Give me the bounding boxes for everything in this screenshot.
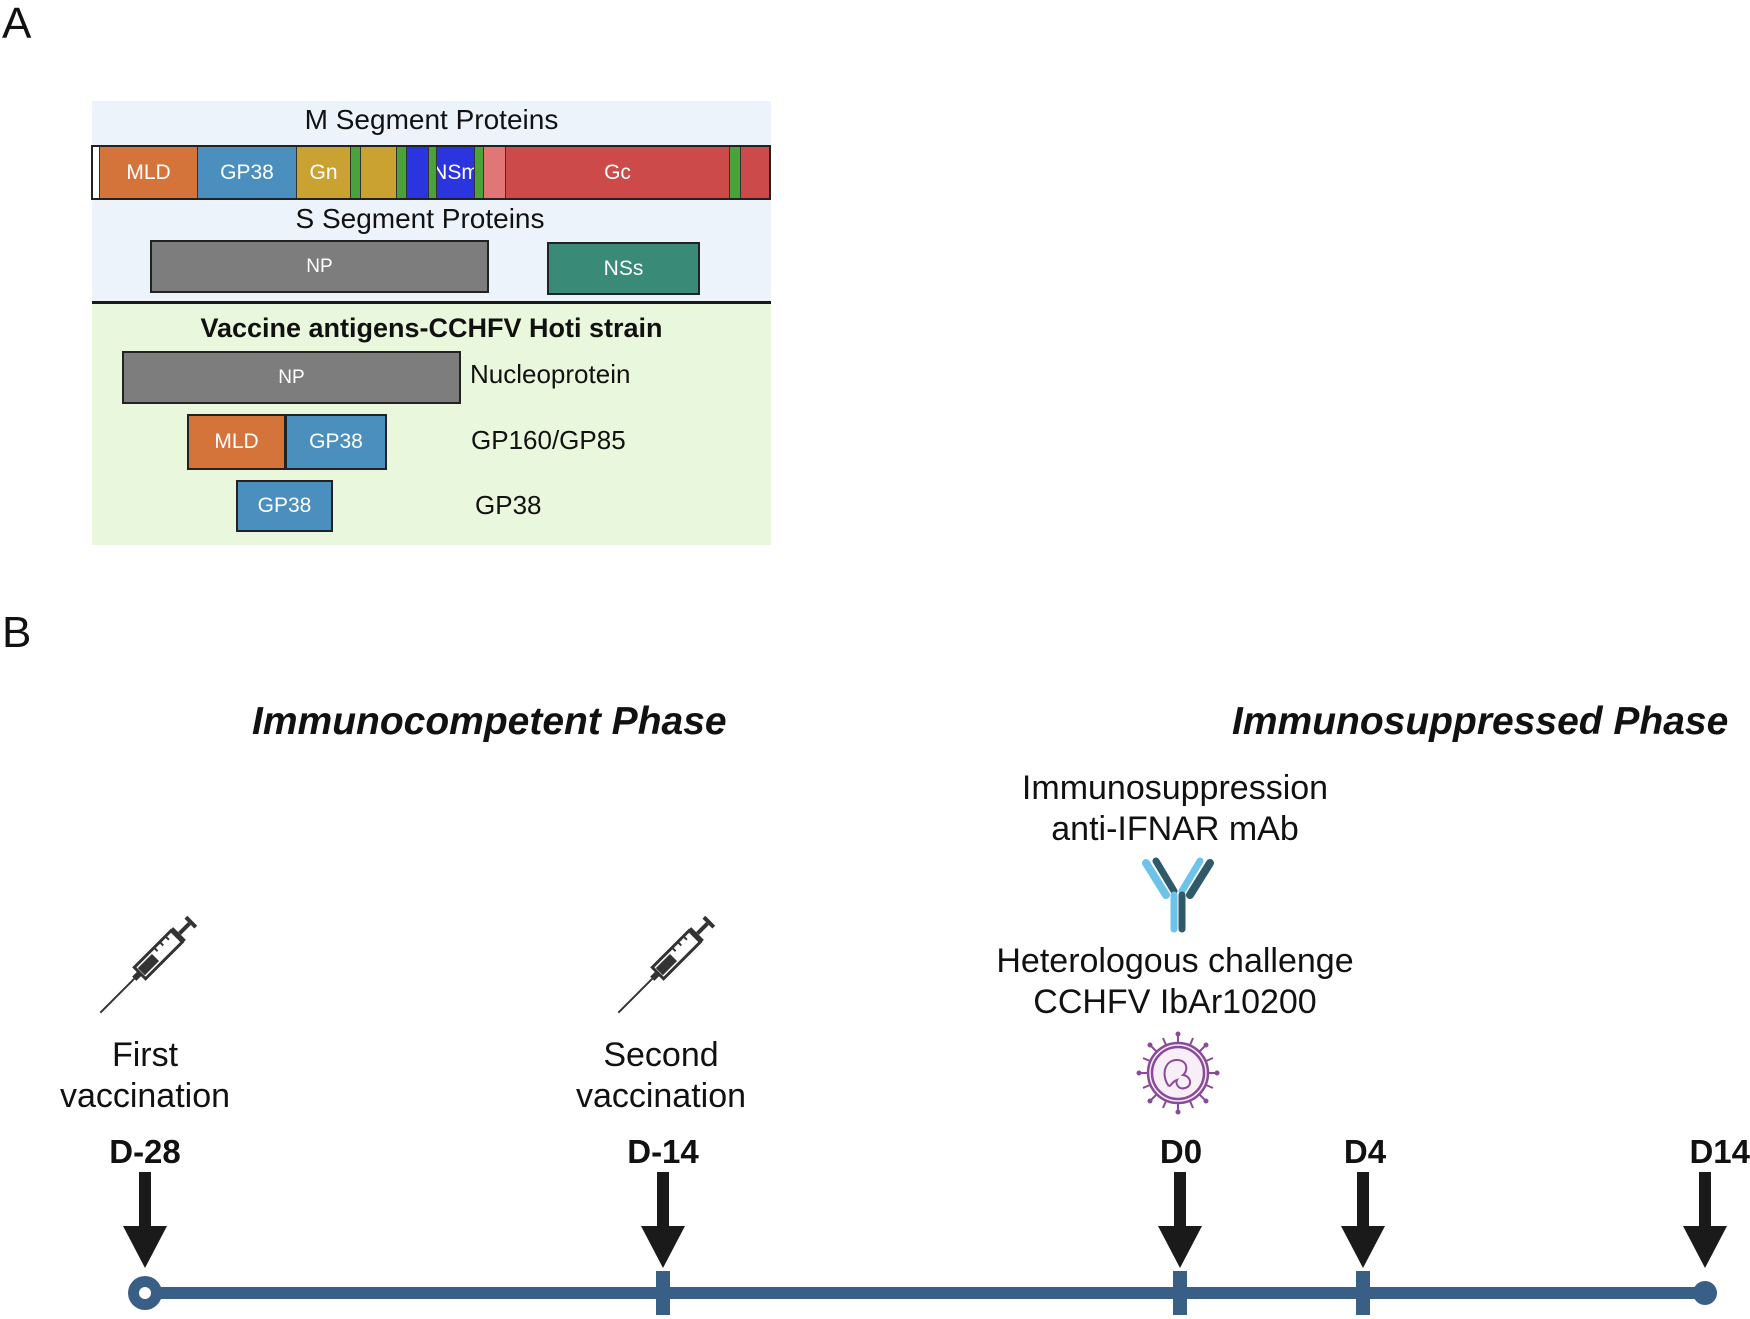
m-seg-green-1 <box>351 147 361 198</box>
v-gp160-label: GP160/GP85 <box>471 425 626 455</box>
arrow-d14 <box>1683 1172 1727 1268</box>
s-nss-box: NSs <box>547 242 700 295</box>
first-vaccination-label: First vaccination <box>40 1035 250 1117</box>
immunosuppression-label: Immunosuppression anti-IFNAR mAb <box>975 768 1375 850</box>
first-vaccination-line-2: vaccination <box>59 1077 231 1115</box>
immunosuppressed-phase-title: Immunosuppressed Phase <box>1232 700 1729 743</box>
second-vaccination-label: Second vaccination <box>556 1035 766 1117</box>
vaccine-antigens-title: Vaccine antigens-CCHFV Hoti strain <box>200 313 663 343</box>
immunosuppression-line-1: Immunosuppression <box>1021 769 1329 807</box>
v-np-box: NP <box>122 351 461 404</box>
arrow-d-28 <box>123 1172 167 1268</box>
v-gp38-box-2: GP38 <box>236 480 333 532</box>
m-segment-bar: MLD GP38 Gn NSm Gc <box>91 145 771 200</box>
arrow-d4 <box>1341 1172 1385 1268</box>
v-mld-box: MLD <box>187 414 286 470</box>
m-segment-title: M Segment Proteins <box>304 104 559 135</box>
timeline <box>123 1172 1727 1315</box>
timeline-tick-d4 <box>1356 1271 1370 1315</box>
day-label-d-28: D-28 <box>109 1133 181 1170</box>
m-seg-gold <box>361 147 397 198</box>
second-vaccination-line-1: Second <box>603 1036 719 1074</box>
arrow-d-14 <box>641 1172 685 1268</box>
m-seg-green-4 <box>475 147 484 198</box>
m-seg-end <box>741 147 769 198</box>
panel-divider <box>92 301 771 304</box>
challenge-line-1: Heterologous challenge <box>996 942 1354 980</box>
m-seg-blue-1 <box>407 147 429 198</box>
day-label-d-14: D-14 <box>627 1133 699 1170</box>
syringe-icon <box>617 915 716 1014</box>
m-seg-mld: MLD <box>100 147 198 198</box>
day-label-d14: D14 <box>1689 1133 1750 1170</box>
m-seg-gc: Gc <box>506 147 730 198</box>
s-np-box: NP <box>150 240 489 293</box>
immunocompetent-phase-title: Immunocompetent Phase <box>252 700 727 743</box>
panel-a-label: A <box>2 0 32 48</box>
syringe-icon <box>99 915 198 1014</box>
timeline-tick-d0 <box>1173 1271 1187 1315</box>
challenge-line-2: CCHFV IbAr10200 <box>1033 983 1317 1021</box>
virus-icon <box>1136 1031 1220 1115</box>
first-vaccination-line-1: First <box>111 1036 179 1074</box>
day-label-d4: D4 <box>1343 1133 1387 1170</box>
m-seg-pink <box>484 147 506 198</box>
second-vaccination-line-2: vaccination <box>575 1077 747 1115</box>
m-seg-nsm: NSm <box>437 147 475 198</box>
timeline-end-marker <box>1693 1281 1717 1305</box>
day-label-d0: D0 <box>1159 1133 1203 1170</box>
arrow-d0 <box>1158 1172 1202 1268</box>
v-gp38-label: GP38 <box>475 490 542 520</box>
s-segment-title: S Segment Proteins <box>295 203 545 234</box>
m-seg-green-3 <box>429 147 437 198</box>
panel-b-label: B <box>2 608 32 657</box>
m-seg-green-2 <box>397 147 407 198</box>
m-seg-green-5 <box>730 147 741 198</box>
timeline-tick-d-14 <box>656 1271 670 1315</box>
m-seg-gn: Gn <box>297 147 351 198</box>
m-seg-gp38: GP38 <box>198 147 297 198</box>
immunosuppression-line-2: anti-IFNAR mAb <box>1051 810 1299 848</box>
antibody-icon <box>1142 857 1214 933</box>
m-seg-start <box>93 147 100 198</box>
v-nucleoprotein-label: Nucleoprotein <box>470 359 631 389</box>
challenge-label: Heterologous challenge CCHFV IbAr10200 <box>950 941 1400 1023</box>
v-gp38-box-1: GP38 <box>285 414 387 470</box>
